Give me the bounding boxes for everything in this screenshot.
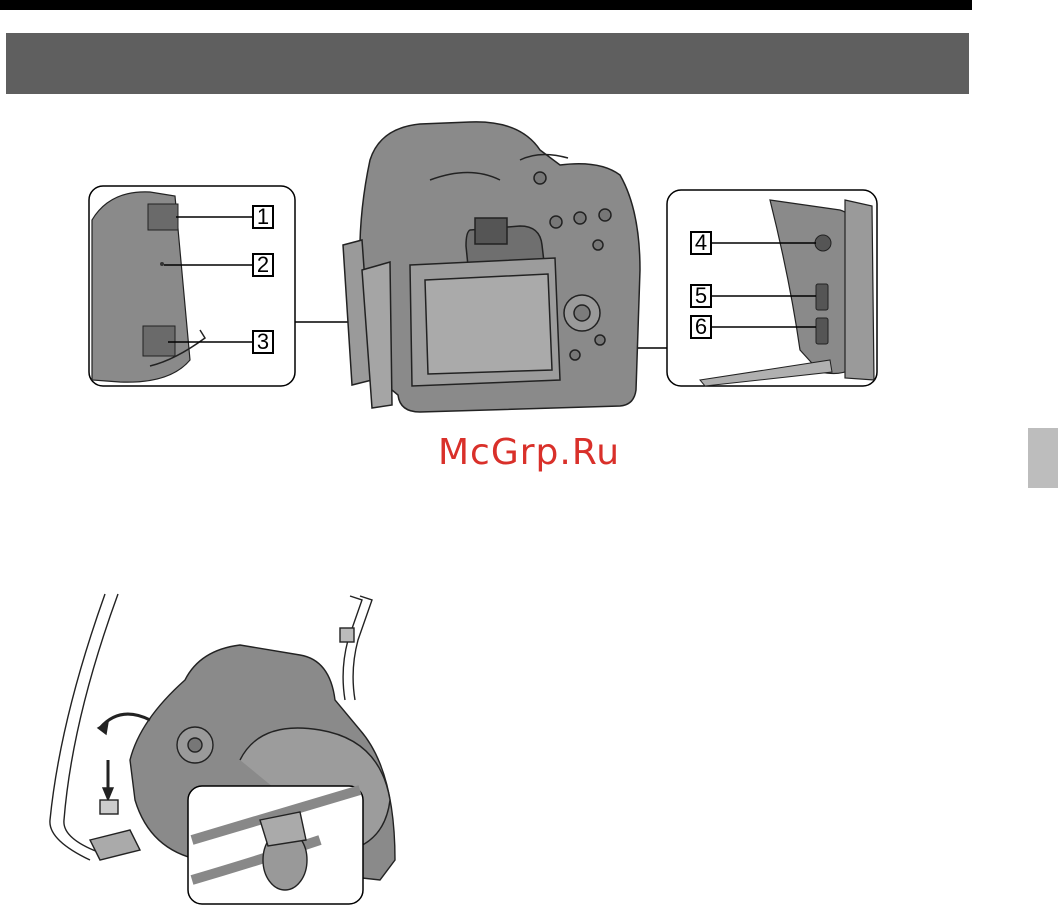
callout-2: 2 <box>252 253 274 277</box>
callout-1: 1 <box>252 205 274 229</box>
camera-body-rear <box>343 122 640 412</box>
callout-5: 5 <box>690 284 712 308</box>
watermark-text: McGrp.Ru <box>438 432 620 473</box>
callout-6: 6 <box>690 315 712 339</box>
callout-3: 3 <box>252 330 274 354</box>
strap-attachment-figure <box>50 594 395 904</box>
callout-4: 4 <box>690 231 712 255</box>
